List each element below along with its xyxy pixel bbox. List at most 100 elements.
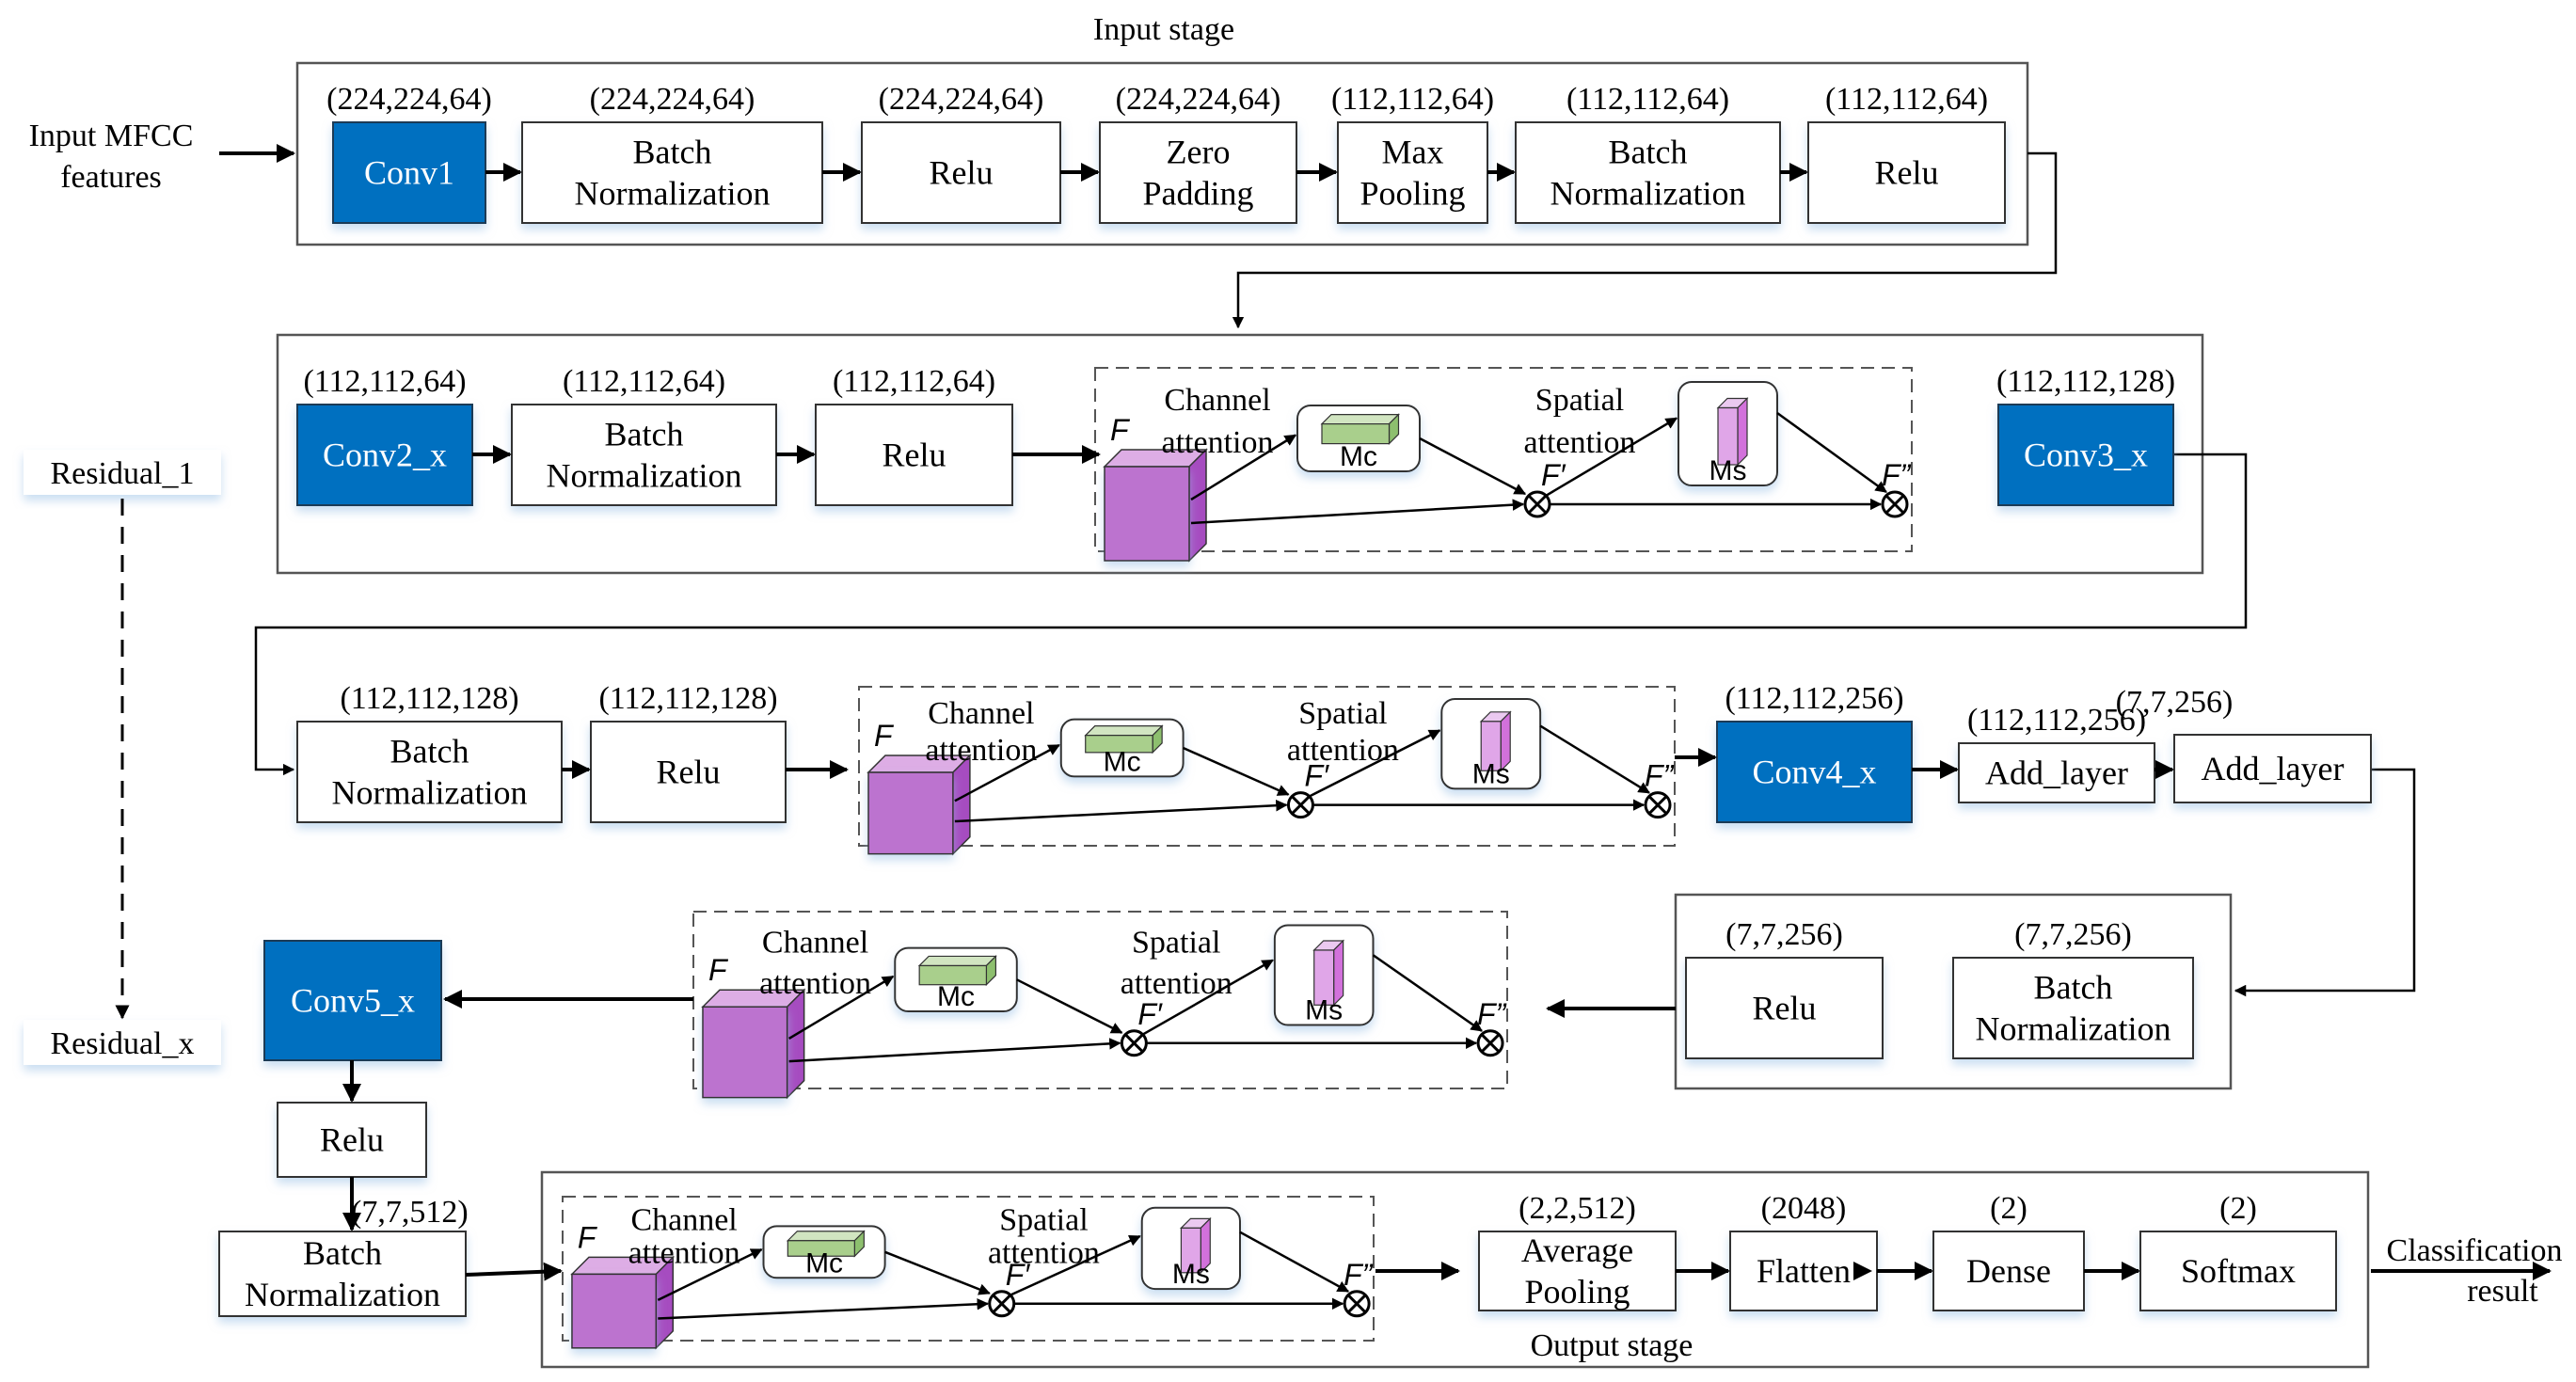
svg-text:Residual_1: Residual_1 xyxy=(51,456,195,491)
batch-norm-1-label: Batch xyxy=(633,134,712,171)
batch-norm-3-output-shape: (112,112,64) xyxy=(563,364,725,399)
relu-4-box xyxy=(590,721,787,823)
channel-attention-label: Channel xyxy=(762,925,868,960)
f-double-prime-label: F” xyxy=(1344,1258,1374,1292)
max-pooling-label: Max xyxy=(1382,134,1444,171)
multiply-node-1-icon xyxy=(1286,791,1314,819)
flatten-label: Flatten xyxy=(1757,1252,1851,1290)
conv4-x-layer: Conv4_x(112,112,256) xyxy=(1716,681,1913,823)
arrow-ms-to-multiply xyxy=(1776,411,1887,494)
mc-label: Mc xyxy=(1340,441,1377,472)
batch-norm-4-label: Normalization xyxy=(332,774,528,812)
average-pooling-box xyxy=(1478,1231,1677,1311)
arrow-to-channel-attention xyxy=(657,1247,763,1301)
conv1-label: Conv1 xyxy=(364,154,454,192)
flatten-box xyxy=(1729,1231,1878,1311)
connector-row2-to-row3 xyxy=(254,453,2248,776)
connector-row3-to-row4 xyxy=(2234,768,2416,997)
svg-text:features: features xyxy=(60,160,162,195)
flow-arrow xyxy=(465,1262,563,1281)
zero-padding-box xyxy=(1099,121,1297,224)
zero-padding-output-shape: (224,224,64) xyxy=(1116,82,1281,117)
mc-label: Mc xyxy=(1104,746,1141,777)
conv3-x-label: Conv3_x xyxy=(2024,437,2148,474)
dense-box xyxy=(1932,1231,2085,1311)
relu-1-label: Relu xyxy=(930,154,994,192)
spatial-attention-label: Spatial xyxy=(1132,925,1220,960)
relu-6-layer: Relu xyxy=(277,1102,427,1178)
output-stage-title: Output stage xyxy=(1531,1328,1693,1363)
relu-3-output-shape: (112,112,64) xyxy=(833,364,995,399)
arrow-mc-to-multiply xyxy=(884,1250,991,1295)
channel-attention-label: attention xyxy=(925,733,1037,768)
average-pooling-label: Pooling xyxy=(1524,1273,1630,1311)
relu-2-box xyxy=(1807,121,2006,224)
mc-label: Mc xyxy=(937,981,975,1012)
batch-norm-5-label: Normalization xyxy=(1976,1010,2171,1048)
multiply-node-1-icon xyxy=(988,1290,1016,1318)
conv2-x-output-shape: (112,112,64) xyxy=(303,364,466,399)
conv4-x-box xyxy=(1716,721,1913,823)
feature-map-cube-icon xyxy=(570,1255,676,1350)
conv3-x-output-shape: (112,112,128) xyxy=(1996,364,2175,399)
channel-attention-map-mc-icon: Mc xyxy=(1059,718,1185,778)
arrow-skip-to-multiply xyxy=(658,1298,989,1320)
batch-norm-5-box xyxy=(1952,957,2194,1059)
batch-norm-1-box xyxy=(521,121,823,224)
relu-2-layer: Relu(112,112,64) xyxy=(1807,82,2006,224)
arrow-to-channel-attention xyxy=(1190,434,1297,501)
ms-label: Ms xyxy=(1172,1259,1210,1290)
dense-layer: Dense(2) xyxy=(1932,1191,2085,1311)
svg-text:Residual_x: Residual_x xyxy=(51,1026,195,1061)
batch-norm-3-label: Batch xyxy=(605,416,684,453)
relu-5-label: Relu xyxy=(1753,990,1817,1027)
residual-1-label: Residual_1 xyxy=(24,450,221,495)
conv1-layer: Conv1(224,224,64) xyxy=(326,82,492,224)
zero-padding-label: Zero xyxy=(1167,134,1231,171)
arrow-to-spatial-attention xyxy=(1545,417,1678,497)
add-layer-1-label: Add_layer xyxy=(1985,755,2128,792)
spatial-attention-label: attention xyxy=(1524,425,1636,460)
conv3-x-layer: Conv3_x (112,112,128) xyxy=(1996,364,2175,506)
feature-f-label: F xyxy=(874,719,895,753)
svg-text:Input MFCC: Input MFCC xyxy=(29,119,194,153)
relu-1-output-shape: (224,224,64) xyxy=(879,82,1044,117)
arrow-ms-to-multiply xyxy=(1239,1231,1350,1293)
feature-map-cube-icon xyxy=(701,988,806,1100)
ms-label: Ms xyxy=(1305,995,1343,1026)
input-stage-title: Input stage xyxy=(1093,12,1234,47)
arrow-to-channel-attention xyxy=(788,975,895,1040)
relu-6-box xyxy=(277,1102,427,1178)
conv4-x-label: Conv4_x xyxy=(1752,754,1876,791)
svg-text:result: result xyxy=(2467,1274,2538,1309)
f-double-prime-label: F” xyxy=(1882,458,1912,492)
batch-norm-6-label: Batch xyxy=(303,1234,382,1272)
mc-label: Mc xyxy=(805,1247,843,1279)
batch-norm-4-output-shape: (112,112,128) xyxy=(340,681,518,716)
arrow-skip-to-multiply xyxy=(1190,499,1525,525)
multiply-node-1-icon xyxy=(1523,490,1551,518)
feature-map-cube-icon xyxy=(1103,448,1208,563)
arrow-mc-to-multiply xyxy=(1183,746,1290,796)
relu-5-output-shape: (7,7,256) xyxy=(1725,917,1843,952)
ms-label: Ms xyxy=(1472,758,1510,789)
softmax-output-shape: (2) xyxy=(2219,1191,2257,1226)
conv2-x-box xyxy=(296,404,473,506)
add-layer-1-layer: Add_layer(112,112,256) xyxy=(1958,703,2155,803)
batch-norm-2-box xyxy=(1515,121,1781,224)
arrow-to-spatial-attention xyxy=(1141,959,1274,1036)
batch-norm-5-output-shape: (7,7,256) xyxy=(2014,917,2132,952)
relu-4-label: Relu xyxy=(657,754,721,791)
arrow-to-channel-attention xyxy=(954,743,1060,802)
spatial-attention-label: attention xyxy=(988,1236,1100,1271)
relu-1-box xyxy=(861,121,1061,224)
batch-norm-2-label: Normalization xyxy=(1550,175,1746,213)
multiply-node-2-icon xyxy=(1476,1029,1504,1057)
dense-output-shape: (2) xyxy=(1990,1191,2027,1226)
batch-norm-6-label: Normalization xyxy=(245,1276,440,1313)
